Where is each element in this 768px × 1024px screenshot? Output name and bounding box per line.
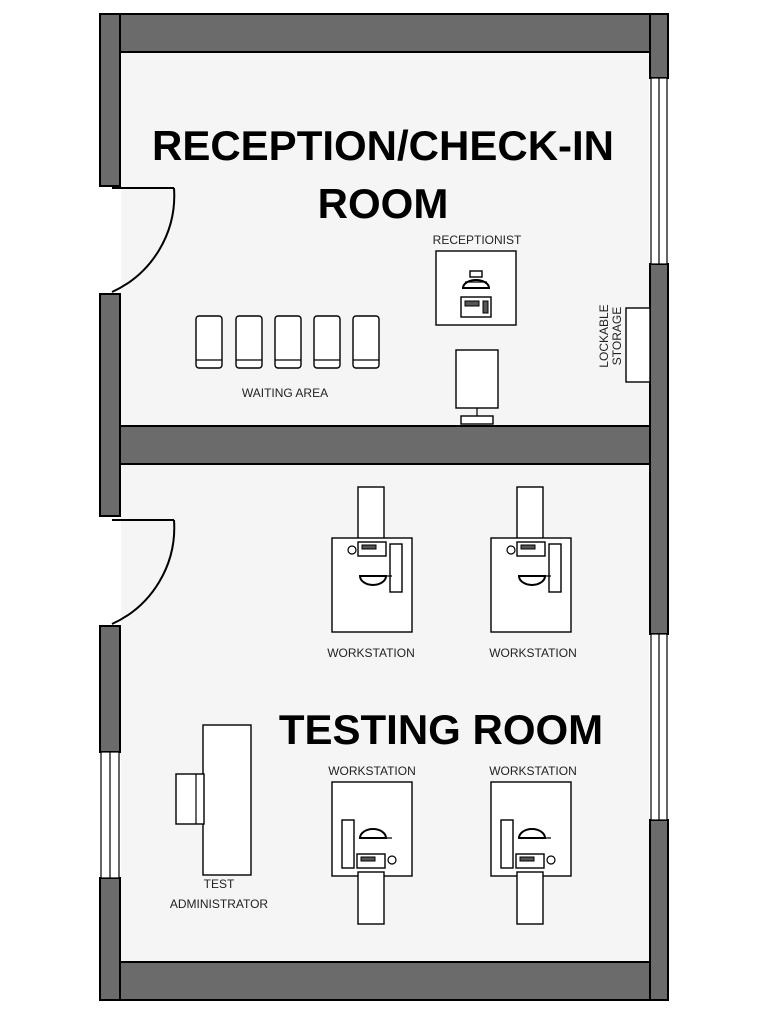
receptionist-desk [435, 250, 517, 326]
workstation-label-top-left: WORKSTATION [327, 646, 415, 660]
receptionist-label: RECEPTIONIST [433, 233, 522, 247]
storage-label-line1: LOCKABLE [597, 304, 611, 367]
workstation-label-bottom-right: WORKSTATION [489, 764, 577, 778]
workstation-top-right [490, 486, 572, 633]
waiting-area-chairs [195, 315, 380, 369]
reception-door [111, 187, 176, 293]
lockable-storage [625, 307, 651, 383]
workstation-top-left [331, 486, 413, 633]
testing-room-title: TESTING ROOM [279, 706, 603, 753]
workstation-bottom-right [490, 781, 572, 925]
waiting-area-label: WAITING AREA [242, 386, 328, 400]
test-administrator-desk [175, 724, 252, 876]
workstation-label-bottom-left: WORKSTATION [328, 764, 416, 778]
reception-room-title-line2: ROOM [318, 180, 449, 227]
reception-room-title: RECEPTION/CHECK-IN [152, 122, 614, 169]
test-admin-label-line1: TEST [204, 877, 235, 891]
storage-label-line2: STORAGE [610, 307, 624, 365]
windows [100, 77, 668, 879]
workstation-bottom-left [331, 781, 413, 925]
workstation-label-top-right: WORKSTATION [489, 646, 577, 660]
walls [99, 13, 669, 1001]
test-admin-label-line2: ADMINISTRATOR [170, 897, 269, 911]
receptionist-chair [455, 349, 499, 425]
testing-door [111, 519, 176, 625]
